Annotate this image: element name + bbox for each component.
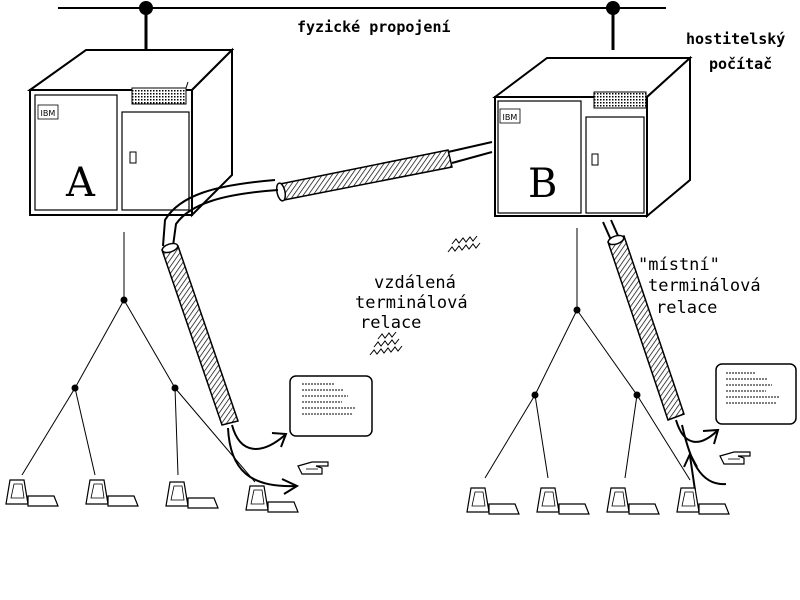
tree-node [171,384,179,392]
ibm-logo-a: IBM [41,109,56,118]
cable-a [161,242,300,495]
tree-node [120,296,128,304]
computer-a: IBM A [26,47,235,218]
remote-session-line1: vzdálená [374,273,456,293]
bus-node-b [606,1,620,15]
pointing-hand-icon [719,451,751,465]
tree-node [531,391,539,399]
cable-b [602,219,727,491]
tree-node [573,306,581,314]
terminal-b1 [466,487,520,515]
terminal-b2 [536,487,590,515]
tree-node [633,391,641,399]
terminal-tree-b [484,228,691,481]
local-session-line1: "místní" [638,255,720,275]
local-session-line2: terminálová [648,276,761,296]
terminal-a4 [245,485,299,513]
computer-letter-b: B [528,161,557,207]
terminal-a1 [5,479,59,507]
ibm-logo-b: IBM [503,113,518,122]
remote-session-line2: terminálová [355,293,468,313]
signal-marks [369,235,481,356]
drive-slot-b [593,91,647,109]
terminal-b4 [676,487,730,515]
terminal-a3 [165,481,219,509]
drive-slot-a [131,87,187,105]
remote-session-tunnel [162,141,493,247]
remote-session-line3: relace [360,313,421,333]
terminal-screen-b [715,363,797,425]
terminal-a2 [85,479,139,507]
network-bus [58,1,666,50]
bus-node-a [139,1,153,15]
computer-letter-a: A [65,160,96,206]
terminal-screen-a [289,375,373,437]
terminal-b3 [606,487,660,515]
pointing-hand-icon [297,461,329,475]
tree-node [71,384,79,392]
network-label: fyzické propojení [297,18,451,36]
host-label-line2: počítač [709,55,772,73]
local-session-line3: relace [656,298,717,318]
terminal-tree-a [21,232,256,483]
computer-b: IBM B [492,55,693,219]
host-label-line1: hostitelský [686,30,785,48]
